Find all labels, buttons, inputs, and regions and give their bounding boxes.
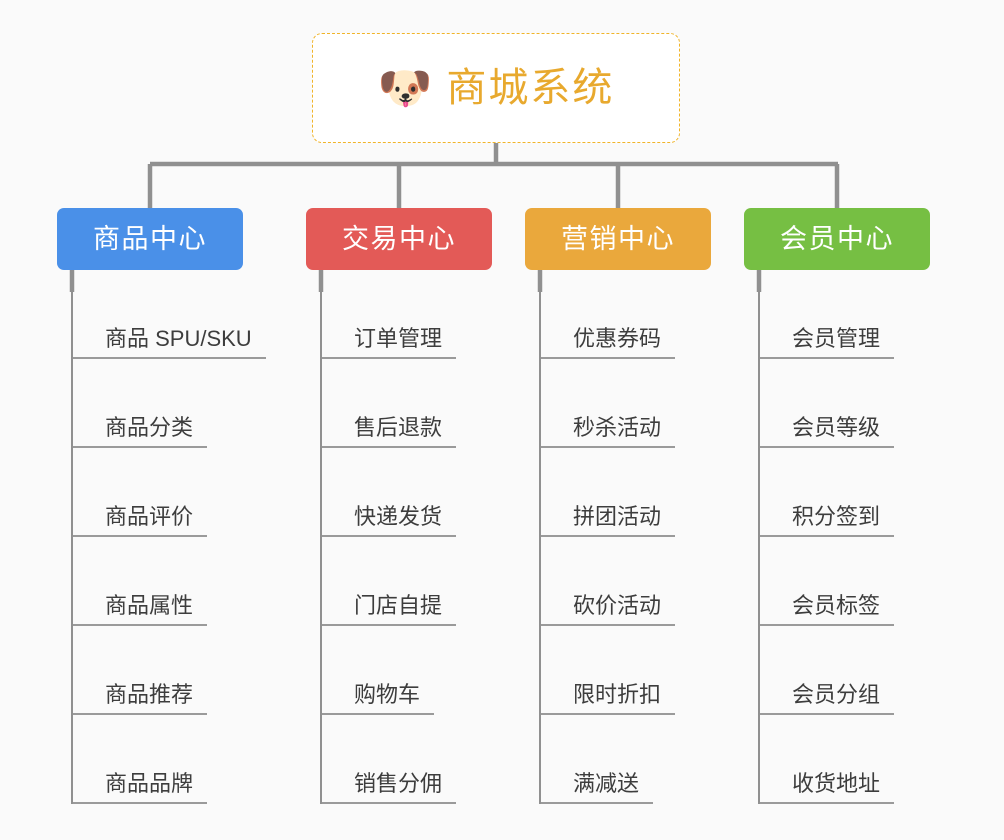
branch-item[interactable]: 快递发货 [322, 448, 492, 537]
branch-item-label: 积分签到 [760, 504, 895, 537]
branch-item-list: 优惠券码秒杀活动拼团活动砍价活动限时折扣满减送 [539, 291, 711, 804]
branch-item[interactable]: 限时折扣 [541, 626, 711, 715]
branch-item-label: 满减送 [541, 771, 654, 804]
branch-item[interactable]: 销售分佣 [322, 715, 492, 804]
branch-item-label: 商品分类 [73, 415, 208, 448]
branch-item-label: 商品推荐 [73, 682, 208, 715]
branch-header-label: 商品中心 [93, 223, 207, 254]
branch-item[interactable]: 门店自提 [322, 537, 492, 626]
branch-item[interactable]: 商品评价 [73, 448, 266, 537]
branch-column: 交易中心订单管理售后退款快递发货门店自提购物车销售分佣 [306, 208, 492, 804]
branch-item[interactable]: 优惠券码 [541, 291, 711, 359]
root-title: 商城系统 [446, 66, 615, 110]
branch-item[interactable]: 商品品牌 [73, 715, 266, 804]
branch-header-2[interactable]: 营销中心 [525, 208, 711, 270]
branch-item-label: 砍价活动 [541, 593, 676, 626]
branch-item-label: 快递发货 [322, 504, 457, 537]
branch-item-label: 商品属性 [73, 593, 208, 626]
branch-item[interactable]: 会员标签 [760, 537, 930, 626]
branch-header-label: 会员中心 [780, 223, 894, 254]
branch-item[interactable]: 满减送 [541, 715, 711, 804]
branch-item[interactable]: 售后退款 [322, 359, 492, 448]
branch-item-label: 会员管理 [760, 326, 895, 359]
branch-item[interactable]: 收货地址 [760, 715, 930, 804]
branch-header-3[interactable]: 会员中心 [744, 208, 930, 270]
root-node[interactable]: 🐶 商城系统 [312, 33, 680, 143]
branch-item-list: 会员管理会员等级积分签到会员标签会员分组收货地址 [758, 291, 930, 804]
branch-item[interactable]: 购物车 [322, 626, 492, 715]
branch-item-label: 拼团活动 [541, 504, 676, 537]
branch-item-label: 订单管理 [322, 326, 457, 359]
branch-item[interactable]: 拼团活动 [541, 448, 711, 537]
branch-item-list: 订单管理售后退款快递发货门店自提购物车销售分佣 [320, 291, 492, 804]
branch-column: 商品中心商品 SPU/SKU 商品分类商品评价商品属性商品推荐商品品牌 [57, 208, 266, 804]
branch-item-label: 秒杀活动 [541, 415, 676, 448]
branch-item[interactable]: 商品属性 [73, 537, 266, 626]
branch-header-label: 营销中心 [561, 223, 675, 254]
branch-header-0[interactable]: 商品中心 [57, 208, 243, 270]
branch-item[interactable]: 会员等级 [760, 359, 930, 448]
branch-column: 营销中心优惠券码秒杀活动拼团活动砍价活动限时折扣满减送 [525, 208, 711, 804]
branch-item[interactable]: 会员分组 [760, 626, 930, 715]
branch-item[interactable]: 商品推荐 [73, 626, 266, 715]
branch-column: 会员中心会员管理会员等级积分签到会员标签会员分组收货地址 [744, 208, 930, 804]
branch-item-label: 限时折扣 [541, 682, 676, 715]
branch-item-label: 收货地址 [760, 771, 895, 804]
branch-item-label: 门店自提 [322, 593, 457, 626]
branch-item-label: 售后退款 [322, 415, 457, 448]
branch-item-label: 购物车 [322, 682, 435, 715]
branch-item-label: 销售分佣 [322, 771, 457, 804]
branch-item[interactable]: 秒杀活动 [541, 359, 711, 448]
branch-header-label: 交易中心 [342, 223, 456, 254]
branch-item[interactable]: 会员管理 [760, 291, 930, 359]
branch-item-label: 商品 SPU/SKU [73, 326, 266, 359]
branch-item[interactable]: 商品分类 [73, 359, 266, 448]
branch-item-label: 会员标签 [760, 593, 895, 626]
dog-face-icon: 🐶 [377, 64, 433, 113]
branch-header-1[interactable]: 交易中心 [306, 208, 492, 270]
branch-item[interactable]: 订单管理 [322, 291, 492, 359]
branch-item-label: 商品品牌 [73, 771, 208, 804]
branch-item[interactable]: 积分签到 [760, 448, 930, 537]
branch-item[interactable]: 砍价活动 [541, 537, 711, 626]
branch-item[interactable]: 商品 SPU/SKU [73, 291, 266, 359]
branch-item-label: 优惠券码 [541, 326, 676, 359]
branch-item-label: 会员等级 [760, 415, 895, 448]
branch-item-label: 商品评价 [73, 504, 208, 537]
branch-item-label: 会员分组 [760, 682, 895, 715]
branch-item-list: 商品 SPU/SKU 商品分类商品评价商品属性商品推荐商品品牌 [71, 291, 266, 804]
